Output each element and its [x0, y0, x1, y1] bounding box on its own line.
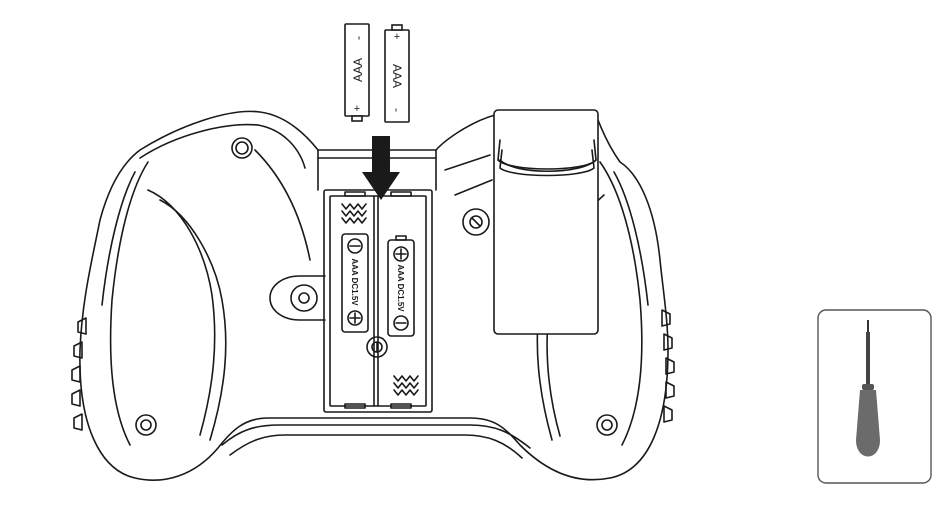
slot-label-right: AAA DC1.5V: [396, 264, 405, 312]
screw-bottom-right: [596, 414, 618, 436]
battery-2: AAA + -: [384, 24, 410, 123]
arrow-down-icon: [362, 136, 400, 200]
left-mounting-tab: [269, 275, 326, 321]
battery-slot-right: [387, 235, 415, 337]
battery-2-plus: +: [394, 31, 400, 43]
battery-1-minus: -: [351, 36, 365, 40]
battery-2-label: AAA: [390, 64, 404, 88]
screw-bottom-left: [135, 414, 157, 436]
battery-slot-left: [341, 233, 369, 333]
battery-cover: [493, 109, 599, 335]
right-side-buttons: [661, 309, 675, 423]
screwdriver-icon: [856, 320, 880, 457]
screw-top-left: [231, 137, 253, 159]
battery-1-plus: +: [354, 103, 360, 115]
battery-1-label: AAA: [351, 58, 365, 82]
left-side-buttons: [71, 317, 87, 431]
spring-top-left: [341, 203, 367, 224]
battery-2-minus: -: [390, 108, 404, 112]
spring-bottom-right: [393, 375, 419, 396]
screw-right-tab: [462, 208, 490, 236]
slot-label-left: AAA DC1.5V: [350, 258, 359, 306]
battery-1: AAA - +: [344, 23, 370, 122]
battery-compartment: [323, 189, 433, 413]
screwdriver-panel: [817, 309, 932, 484]
